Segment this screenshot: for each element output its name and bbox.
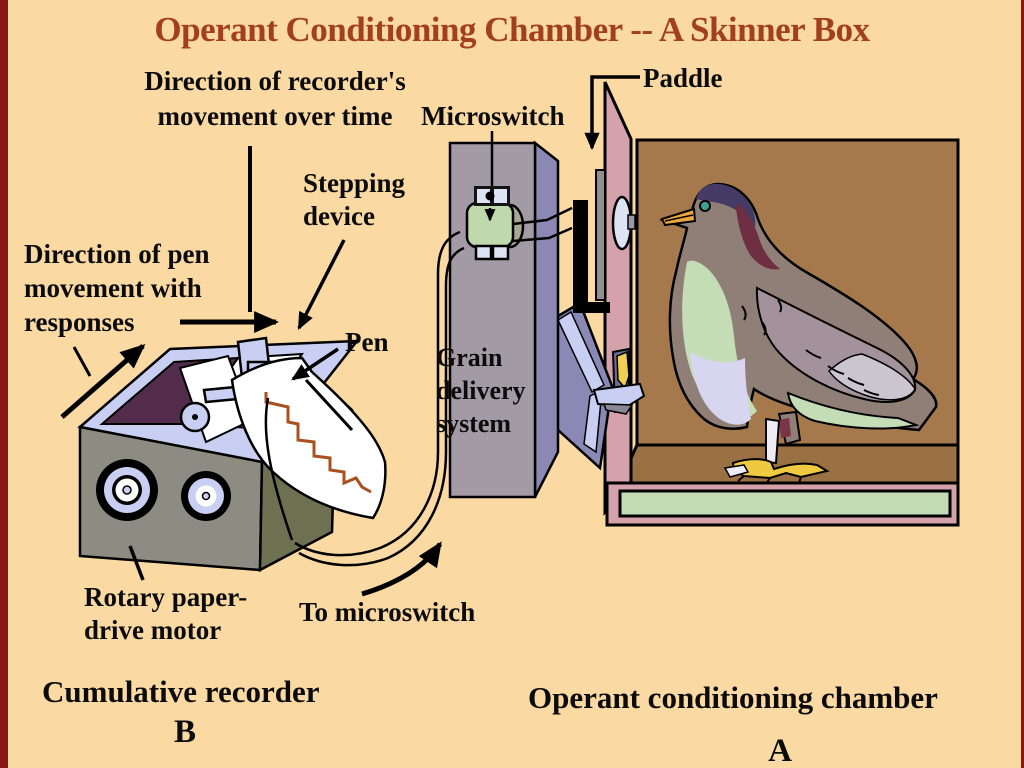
pigeon-wingtip <box>828 353 916 401</box>
food-tray <box>618 489 952 518</box>
chute-highlight <box>557 310 605 394</box>
pen-knob-dot <box>192 414 198 420</box>
caption-cumulative-recorder: Cumulative recorder <box>42 674 320 709</box>
right-border-strip <box>1021 0 1024 768</box>
connection-wires <box>264 230 465 567</box>
label-stepping-device: Stepping device <box>303 168 406 231</box>
grain <box>616 350 630 390</box>
lever-bar <box>573 200 610 313</box>
label-pen: Pen <box>345 327 389 357</box>
label-recorder-direction: Direction of recorder's movement over ti… <box>144 66 406 131</box>
stepping-device-pointer <box>297 239 346 330</box>
pigeon-eye <box>699 200 711 212</box>
pigeon-beak <box>660 207 697 227</box>
pigeon <box>658 182 938 485</box>
pen-movement-diagonal-arrow <box>60 343 146 419</box>
cumulative-recorder <box>77 336 387 573</box>
paddle-nub <box>627 214 636 230</box>
switch-link-upper <box>512 206 573 226</box>
paddle-pointer-bracket <box>584 75 640 151</box>
to-microswitch-arrow <box>361 541 443 597</box>
pen-pointer <box>291 347 339 381</box>
paper-drive-wheel-right <box>181 471 231 521</box>
switch-top-cell-left <box>477 189 490 203</box>
grain-chute <box>541 301 646 471</box>
paddle-lever <box>573 169 636 313</box>
label-pen-direction: Direction of pen movement with responses <box>24 239 210 337</box>
wire-upper <box>294 230 461 557</box>
rotary-motor-pointer <box>128 545 145 581</box>
pigeon-head-cap <box>696 183 756 227</box>
chamber-floor <box>617 443 960 485</box>
pigeon-tail <box>786 391 920 430</box>
annotation-arrows <box>60 75 640 597</box>
paper-drive-wheel-left <box>96 459 158 521</box>
chamber-front-wall <box>603 81 633 516</box>
wire-lower <box>298 246 465 567</box>
pigeon-claw-lines <box>737 475 802 485</box>
left-border-strip <box>0 0 8 768</box>
label-paddle: Paddle <box>643 63 723 93</box>
label-grain-delivery: Grain delivery system <box>436 343 526 438</box>
microswitch-assembly <box>465 131 573 261</box>
pigeon-belly <box>690 352 751 425</box>
pigeon-beak-line <box>664 214 694 222</box>
pigeon-nape <box>736 203 780 270</box>
pigeon-claw-white <box>723 464 750 478</box>
panel-side-face <box>533 140 560 498</box>
switch-top-cell-right <box>494 189 507 203</box>
switch-bottom-cell-left <box>474 244 493 261</box>
diagram-title: Operant Conditioning Chamber -- A Skinne… <box>154 10 870 49</box>
switch-pivot <box>485 191 495 201</box>
lever-slot <box>595 169 606 301</box>
label-rotary-motor: Rotary paper- drive motor <box>84 582 248 645</box>
grain-spout-shadow <box>602 403 634 415</box>
label-microswitch: Microswitch <box>421 101 565 131</box>
switch-bottom-cell-right <box>491 244 510 261</box>
caption-letter-b: B <box>173 714 196 750</box>
grain-spout <box>592 382 646 408</box>
caption-letter-a: A <box>768 733 792 768</box>
label-to-microswitch: To microswitch <box>299 597 476 627</box>
pen-wire <box>264 397 294 541</box>
cumulative-trace <box>264 392 372 494</box>
caption-operant-chamber: Operant conditioning chamber <box>528 680 938 715</box>
pigeon-feather-marks <box>741 299 880 396</box>
paper-fold-line <box>304 378 354 432</box>
responses-pointer-line <box>72 346 92 377</box>
pigeon-leg <box>765 417 781 465</box>
pigeon-leg-accent <box>779 418 791 438</box>
switch-link-lower <box>512 226 573 243</box>
